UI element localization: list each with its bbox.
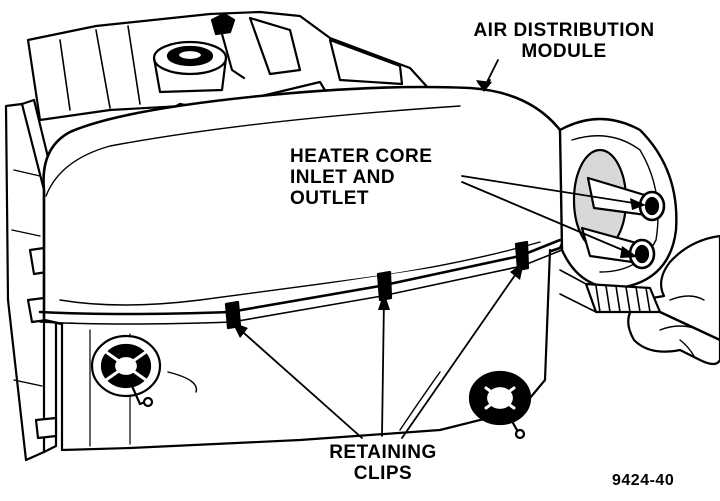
motor-left xyxy=(90,334,198,408)
arrowhead-clip-left xyxy=(232,322,248,338)
clip-right xyxy=(514,240,530,272)
arrowhead-clip-right xyxy=(510,262,524,280)
arrowhead-inlet xyxy=(630,198,646,210)
leader-retaining-clips xyxy=(235,267,521,439)
clip-left xyxy=(224,300,242,330)
label-air-distribution-module: AIR DISTRIBUTION MODULE xyxy=(473,20,655,62)
motor-right xyxy=(468,370,532,440)
clip-middle xyxy=(376,270,393,302)
label-retaining-clips: RETAINING CLIPS xyxy=(329,442,437,484)
technician-hand xyxy=(559,234,720,366)
figure-number: 9424-40 xyxy=(612,472,675,489)
arrowhead-outlet xyxy=(620,246,638,258)
label-heater-core: HEATER CORE INLET AND OUTLET xyxy=(290,146,433,209)
leader-heater-core xyxy=(461,175,641,255)
arrowhead-clip-middle xyxy=(378,292,390,310)
arrowhead-air xyxy=(476,80,492,92)
